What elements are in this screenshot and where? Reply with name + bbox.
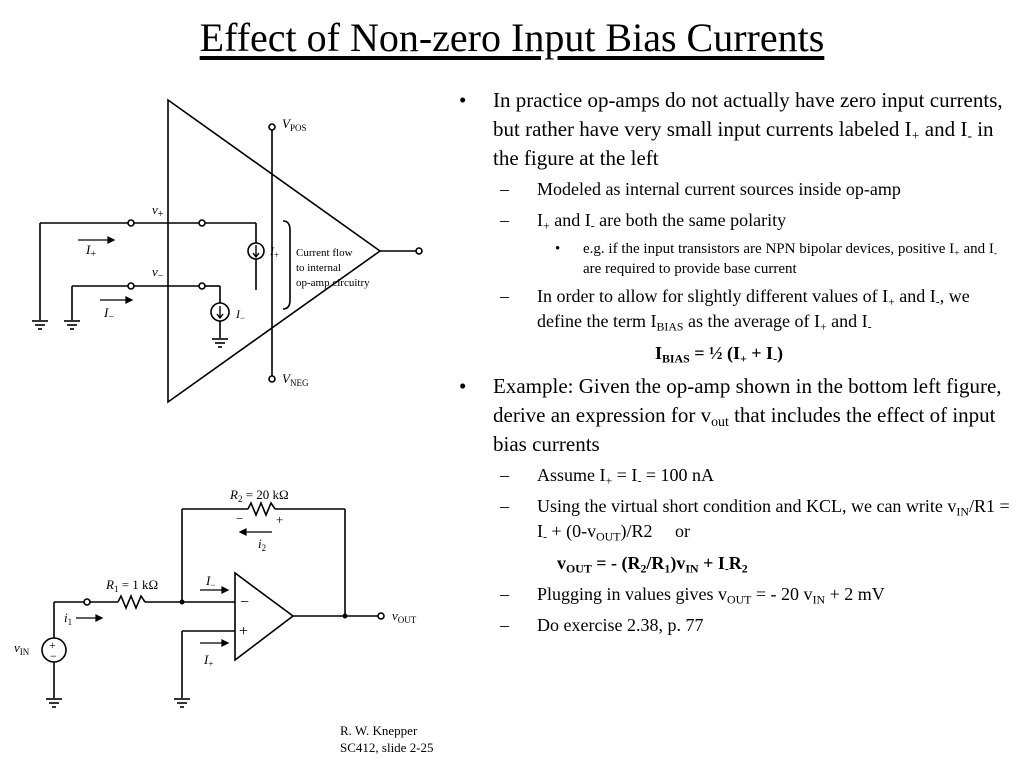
- opamp-plus-input-sign: +: [239, 623, 248, 640]
- iminus-label-2: I−: [205, 573, 215, 590]
- source-plus-sign: +: [49, 638, 56, 652]
- inverting-amp-example-figure: R2 = 20 kΩ − + i2 R1 = 1 kΩ I− i1 I+ − +…: [14, 487, 417, 708]
- bullet-assume: Assume I+ = I- = 100 nA: [500, 463, 1011, 488]
- bullet-npn-example: e.g. if the input transistors are NPN bi…: [555, 239, 1011, 279]
- r2-label: R2 = 20 kΩ: [229, 487, 289, 504]
- opamp-triangle: [167, 98, 382, 404]
- vpos-label: VPOS: [282, 116, 306, 133]
- r1-label: R1 = 1 kΩ: [105, 577, 158, 594]
- vin-label: vIN: [14, 640, 30, 657]
- i1-label: i1: [64, 610, 72, 627]
- page-title: Effect of Non-zero Input Bias Currents: [199, 15, 825, 60]
- src-minus-label: I−: [235, 307, 245, 323]
- bullet-ibias-definition: In order to allow for slightly different…: [500, 284, 1011, 334]
- ibias-equation: IBIAS = ½ (I+ + I-): [655, 343, 784, 366]
- opamp-triangle-2: [234, 571, 295, 662]
- vout-equation: vOUT = - (R2/R1)vIN + I-R2: [557, 553, 748, 576]
- src-plus-label: I+: [269, 244, 279, 260]
- iminus-label: I−: [103, 305, 114, 323]
- bullet-exercise: Do exercise 2.38, p. 77: [500, 613, 1011, 638]
- r2-plus-sign: +: [276, 512, 283, 527]
- bullet-current-sources: Modeled as internal current sources insi…: [500, 177, 1011, 202]
- iplus-label: I+: [85, 242, 96, 260]
- bullet-kcl: Using the virtual short condition and KC…: [500, 494, 1011, 544]
- footer-slide-number: SC412, slide 2-25: [340, 740, 434, 755]
- i2-label: i2: [258, 536, 266, 553]
- opamp-bias-model-figure: VPOS VNEG v+ v− I+ I− I+ I− Current flow…: [32, 98, 423, 404]
- iplus-label-2: I+: [203, 652, 213, 669]
- current-flow-note-1: Current flow: [296, 247, 353, 259]
- footer: R. W. Knepper SC412, slide 2-25: [340, 722, 434, 756]
- vminus-label: v−: [152, 264, 164, 282]
- source-minus-sign: −: [50, 649, 57, 663]
- bullet-same-polarity: I+ and I- are both the same polarity: [500, 208, 1011, 233]
- vplus-label: v+: [152, 202, 164, 220]
- r2-minus-sign: −: [236, 511, 243, 526]
- bullet-plugging-values: Plugging in values gives vOUT = - 20 vIN…: [500, 582, 1011, 607]
- opamp-minus-input-sign: −: [240, 594, 249, 611]
- vout-label: vOUT: [392, 608, 417, 625]
- bullet-zero-input-currents: In practice op-amps do not actually have…: [455, 86, 1011, 173]
- bullet-list: In practice op-amps do not actually have…: [455, 86, 1011, 644]
- current-flow-note-2: to internal: [296, 262, 341, 274]
- vneg-label: VNEG: [282, 371, 309, 388]
- footer-author: R. W. Knepper: [340, 723, 418, 738]
- bullet-example: Example: Given the op-amp shown in the b…: [455, 372, 1011, 459]
- current-flow-note-3: op-amp circuitry: [296, 277, 370, 289]
